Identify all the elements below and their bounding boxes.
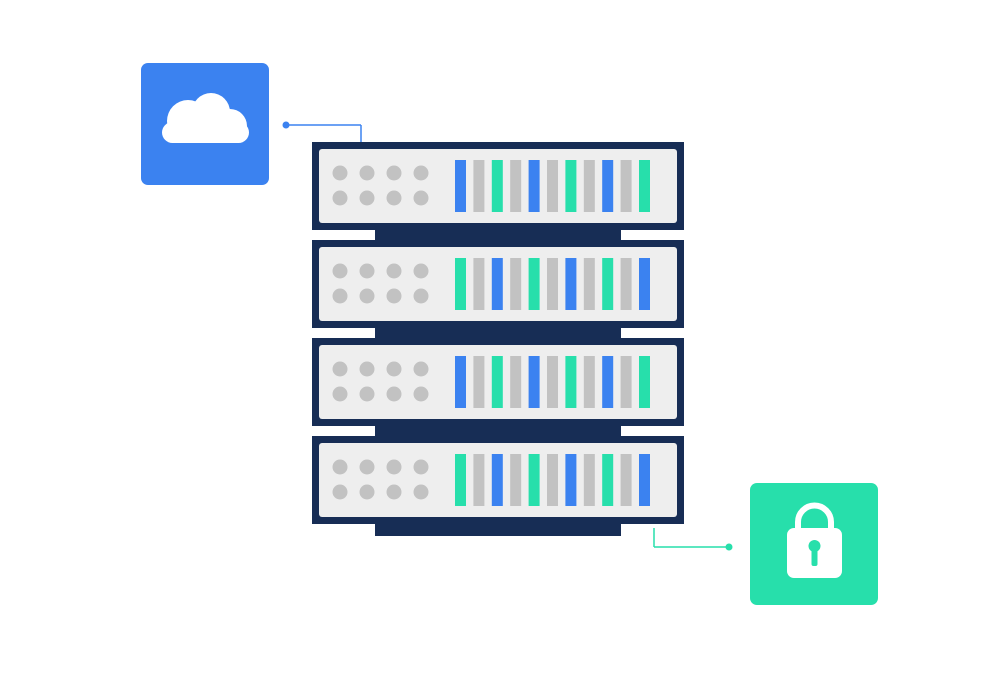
drive-bay-bar — [583, 356, 595, 408]
port-light — [413, 484, 429, 500]
port-light — [332, 165, 348, 181]
drive-bay-bar — [547, 160, 558, 212]
drive-bay-bar — [473, 356, 485, 408]
port-light — [332, 263, 348, 279]
drive-bay-bar — [528, 258, 540, 310]
port-light — [359, 386, 375, 402]
port-light — [386, 165, 402, 181]
port-light — [386, 484, 402, 500]
drive-bay-bar — [473, 258, 485, 310]
drive-bay-bar — [528, 454, 540, 506]
port-light — [413, 165, 429, 181]
lock-tile — [750, 483, 878, 605]
port-light — [386, 361, 402, 377]
drive-bay-bar — [620, 454, 632, 506]
drive-bay-bar — [620, 356, 632, 408]
drive-bay-bar — [602, 160, 614, 212]
port-grid — [332, 263, 429, 304]
drive-bay-bar — [602, 454, 614, 506]
port-light — [386, 386, 402, 402]
server-unit — [312, 240, 684, 328]
port-light — [332, 386, 348, 402]
port-light — [332, 288, 348, 304]
port-light — [332, 190, 348, 206]
port-grid — [332, 165, 429, 206]
port-light — [359, 263, 375, 279]
drive-bay-bar — [528, 160, 540, 212]
port-grid — [332, 459, 429, 500]
drive-bay-bar — [455, 258, 466, 310]
port-light — [386, 190, 402, 206]
drive-bay-bar — [602, 258, 614, 310]
drive-bay-bars — [455, 258, 650, 310]
drive-bay-bar — [491, 454, 503, 506]
port-light — [359, 459, 375, 475]
lock-connector — [653, 528, 733, 551]
drive-bay-bar — [583, 454, 595, 506]
drive-bay-bar — [565, 356, 577, 408]
drive-bay-bar — [583, 258, 595, 310]
drive-bay-bars — [455, 356, 650, 408]
drive-bay-bar — [510, 454, 522, 506]
port-light — [359, 361, 375, 377]
port-light — [359, 190, 375, 206]
drive-bay-bar — [565, 454, 577, 506]
cloud-connector — [282, 121, 362, 142]
port-light — [359, 288, 375, 304]
drive-bay-bar — [528, 356, 540, 408]
port-light — [332, 361, 348, 377]
drive-bay-bar — [455, 356, 466, 408]
drive-bay-bar — [639, 258, 650, 310]
drive-bay-bar — [547, 356, 558, 408]
drive-bay-bar — [639, 454, 650, 506]
drive-bay-bar — [510, 160, 522, 212]
drive-bay-bar — [565, 258, 577, 310]
drive-bay-bar — [455, 160, 466, 212]
port-light — [386, 459, 402, 475]
drive-bay-bar — [547, 258, 558, 310]
port-light — [359, 484, 375, 500]
cloud-icon — [162, 93, 249, 143]
drive-bay-bars — [455, 160, 650, 212]
drive-bay-bar — [602, 356, 614, 408]
server-unit — [312, 142, 684, 230]
drive-bay-bar — [491, 356, 503, 408]
port-light — [413, 386, 429, 402]
port-light — [413, 263, 429, 279]
drive-bay-bar — [639, 160, 650, 212]
lock-icon — [787, 502, 842, 578]
cloud-tile — [141, 63, 269, 185]
drive-bay-bar — [473, 160, 485, 212]
drive-bay-bar — [455, 454, 466, 506]
drive-bay-bar — [491, 160, 503, 212]
drive-bay-bar — [510, 258, 522, 310]
drive-bay-bar — [620, 160, 632, 212]
port-light — [413, 288, 429, 304]
drive-bay-bar — [565, 160, 577, 212]
port-light — [332, 484, 348, 500]
drive-bay-bar — [583, 160, 595, 212]
port-grid — [332, 361, 429, 402]
port-light — [386, 263, 402, 279]
port-light — [413, 190, 429, 206]
port-light — [332, 459, 348, 475]
drive-bay-bar — [639, 356, 650, 408]
drive-bay-bar — [620, 258, 632, 310]
server-rack — [312, 142, 684, 536]
server-unit — [312, 338, 684, 426]
port-light — [386, 288, 402, 304]
server-unit — [312, 436, 684, 524]
port-light — [359, 165, 375, 181]
port-light — [413, 361, 429, 377]
port-light — [413, 459, 429, 475]
drive-bay-bar — [547, 454, 558, 506]
drive-bay-bar — [491, 258, 503, 310]
drive-bay-bars — [455, 454, 650, 506]
drive-bay-bar — [510, 356, 522, 408]
drive-bay-bar — [473, 454, 485, 506]
